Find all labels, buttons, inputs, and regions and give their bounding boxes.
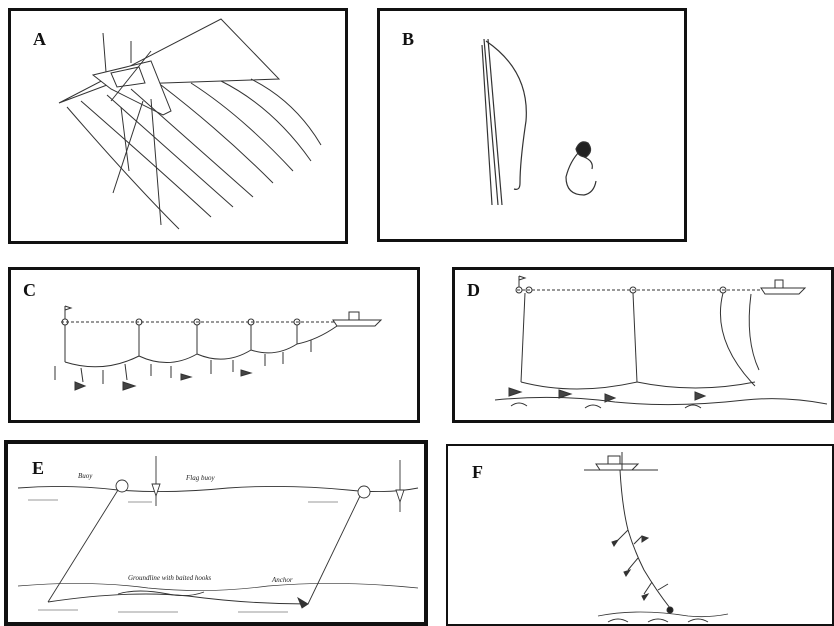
panel-b: B xyxy=(377,8,687,242)
vertical-line-diagram xyxy=(455,270,831,420)
panel-c-label: C xyxy=(23,280,36,301)
panel-a-label: A xyxy=(33,29,46,50)
panel-a: A xyxy=(8,8,348,244)
panel-f: F xyxy=(446,444,834,626)
panel-e-label: E xyxy=(32,458,44,479)
panel-d: D xyxy=(452,267,834,423)
flag-buoy-label: Flag buoy xyxy=(186,474,215,482)
pole-and-hook-diagram xyxy=(380,11,684,239)
panel-f-label: F xyxy=(472,462,483,483)
panel-d-label: D xyxy=(467,280,480,301)
panel-b-label: B xyxy=(402,29,414,50)
groundline-label: Groundline with baited hooks xyxy=(128,574,211,582)
panel-c: C xyxy=(8,267,420,423)
buoy-label: Buoy xyxy=(78,472,92,480)
dropline-diagram xyxy=(448,446,832,624)
panel-e: E Buoy Flag buoy Groundline with baited … xyxy=(4,440,428,626)
pelagic-longline-diagram xyxy=(11,270,417,420)
anchor-label: Anchor xyxy=(272,576,293,584)
trolling-diagram xyxy=(11,11,345,241)
demersal-longline-diagram xyxy=(8,444,424,622)
